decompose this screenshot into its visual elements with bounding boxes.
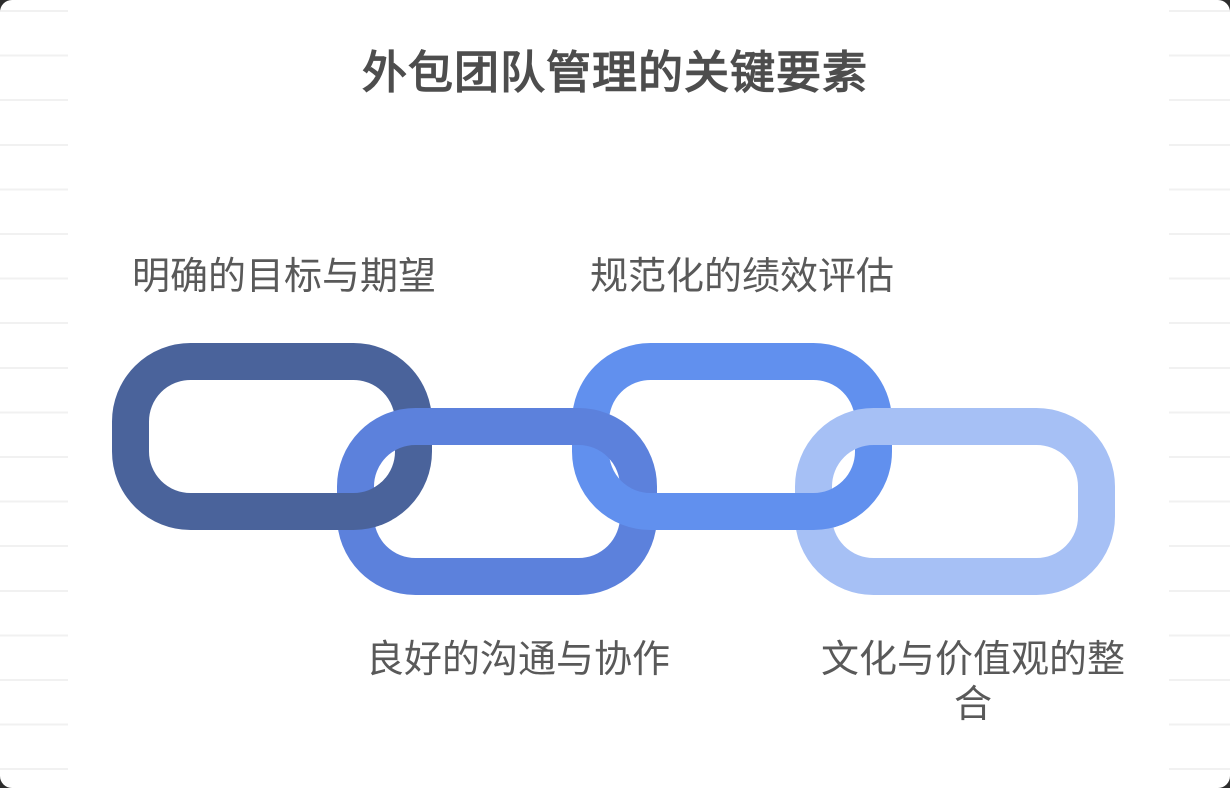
label-performance-evaluation: 规范化的绩效评估 — [589, 256, 894, 298]
ruled-lines-left — [0, 10, 68, 788]
label-communication-collaboration: 良好的沟通与协作 — [365, 639, 670, 681]
ruled-lines-right — [1169, 10, 1230, 788]
page-title: 外包团队管理的关键要素 — [361, 47, 868, 98]
label-clear-goals: 明确的目标与期望 — [131, 256, 436, 298]
label-culture-values-integration: 文化与价值观的整合 — [820, 639, 1125, 726]
